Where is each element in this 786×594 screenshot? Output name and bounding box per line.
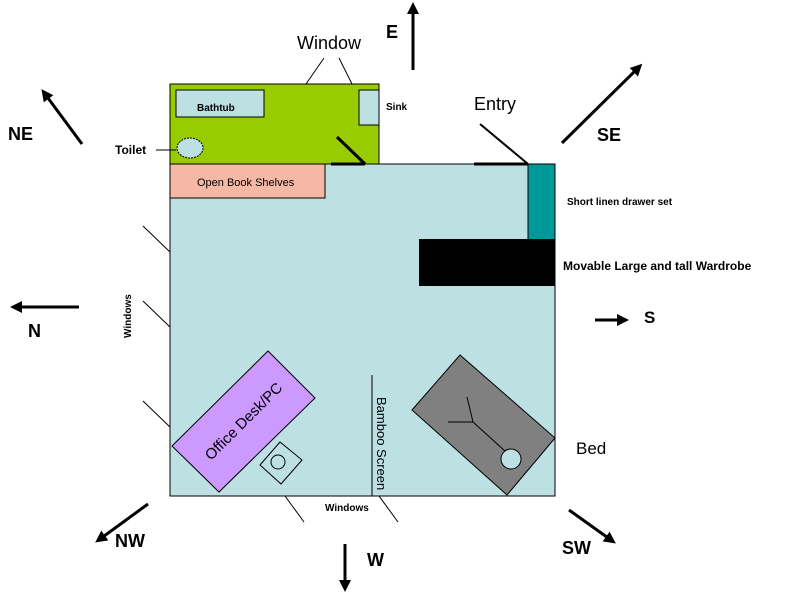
arrow-nw-icon bbox=[95, 502, 149, 543]
windows-bottom-label: Windows bbox=[325, 503, 369, 514]
window-mark bbox=[378, 495, 399, 523]
chair-seat bbox=[270, 454, 286, 470]
arrow-ne-icon bbox=[41, 89, 84, 145]
window-mark bbox=[142, 400, 171, 428]
bathtub bbox=[175, 89, 265, 118]
window-mark bbox=[142, 300, 171, 328]
compass-s-label: S bbox=[644, 308, 655, 327]
compass-w-label: W bbox=[367, 550, 384, 570]
compass-n-label: N bbox=[28, 321, 41, 341]
entry-label: Entry bbox=[474, 94, 516, 114]
bed-pillow bbox=[500, 448, 522, 470]
open-book-shelves bbox=[169, 163, 326, 199]
bathtub-label: Bathtub bbox=[197, 103, 235, 114]
linen-label: Short linen drawer set bbox=[567, 197, 673, 208]
entry-door bbox=[479, 123, 529, 165]
bed-line bbox=[472, 421, 507, 453]
bookshelves-label: Open Book Shelves bbox=[197, 177, 295, 189]
sink-label: Sink bbox=[386, 102, 408, 113]
bed-line bbox=[466, 396, 474, 423]
linen-drawer-set bbox=[527, 163, 556, 241]
window-label: Window bbox=[297, 33, 362, 53]
window-mark bbox=[284, 495, 305, 523]
compass-ne-label: NE bbox=[8, 124, 33, 144]
windows-left-label: Windows bbox=[123, 294, 134, 338]
toilet-label: Toilet bbox=[115, 143, 146, 157]
desk-chair bbox=[259, 441, 303, 485]
compass-sw-label: SW bbox=[562, 538, 591, 558]
compass-se-label: SE bbox=[597, 125, 621, 145]
wardrobe-label: Movable Large and tall Wardrobe bbox=[563, 259, 752, 273]
toilet bbox=[176, 137, 204, 159]
window-pointer bbox=[305, 57, 325, 85]
arrow-se-icon bbox=[560, 63, 643, 145]
wardrobe bbox=[419, 239, 555, 286]
window-pointer bbox=[338, 57, 353, 85]
bathroom-door bbox=[335, 135, 367, 166]
bed-label: Bed bbox=[576, 439, 606, 458]
window-mark bbox=[142, 225, 171, 253]
office-desk bbox=[171, 350, 316, 493]
compass-e-label: E bbox=[386, 22, 398, 42]
sink bbox=[358, 89, 380, 126]
bamboo-screen-label: Bamboo Screen bbox=[374, 397, 389, 490]
arrow-sw-icon bbox=[568, 508, 616, 544]
compass-nw-label: NW bbox=[115, 531, 145, 551]
